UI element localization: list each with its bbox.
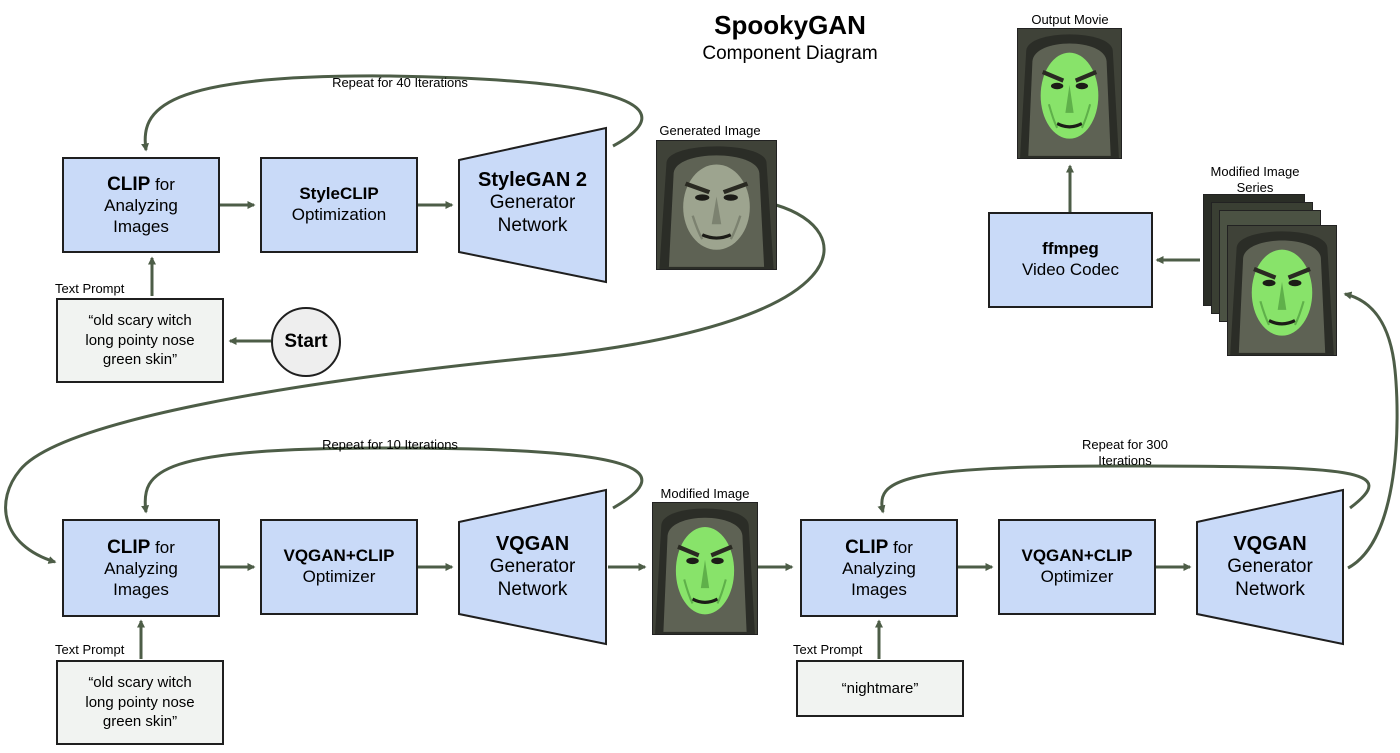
vqgan-title: VQGAN xyxy=(1233,533,1307,555)
stylegan-line3: Network xyxy=(497,214,568,236)
series-label-line1: Modified Image xyxy=(1210,164,1300,179)
clip-line3: Images xyxy=(113,579,169,599)
stylegan-title: StyleGAN 2 xyxy=(478,169,587,191)
series-frame-front xyxy=(1227,225,1337,356)
clip-bold-label: CLIP xyxy=(845,536,889,558)
text-prompt-label-nightmare: Text Prompt xyxy=(793,642,863,657)
vqgan-trapezoid-1 xyxy=(458,488,607,646)
clip-line3: Images xyxy=(113,216,169,236)
prompt-line2: long pointy nose xyxy=(85,331,195,349)
optimizer-title: VQGAN+CLIP xyxy=(283,546,395,566)
optimizer-box-1: VQGAN+CLIP Optimizer xyxy=(260,519,418,615)
clip-bold-label: CLIP xyxy=(107,536,151,558)
output-movie-label: Output Movie xyxy=(1031,12,1109,27)
optimizer-subtitle: Optimizer xyxy=(1040,567,1114,586)
generated-image xyxy=(656,140,777,270)
arrow-generated-to-bottom-clip xyxy=(4,203,826,564)
prompt-line1: “old scary witch xyxy=(88,312,192,330)
ffmpeg-subtitle: Video Codec xyxy=(1021,260,1120,279)
clip-for-label: for xyxy=(150,537,175,557)
arrow-repeat-10 xyxy=(141,446,644,514)
text-prompt-label-bottom: Text Prompt xyxy=(55,642,125,657)
styleclip-subtitle: Optimization xyxy=(291,205,387,224)
arrow-vqgan-to-series xyxy=(1343,291,1399,570)
stylegan-line2: Generator xyxy=(489,192,576,213)
modified-series-label: Modified Image Series xyxy=(1195,164,1315,197)
repeat-300-label: Repeat for 300 Iterations xyxy=(1060,437,1190,470)
vqgan-trapezoid-2 xyxy=(1196,488,1344,646)
prompt-line3: green skin” xyxy=(102,713,178,731)
vqgan-title: VQGAN xyxy=(495,533,570,555)
text-prompt-box-nightmare: “nightmare” xyxy=(796,660,964,717)
stylegan-label: StyleGAN 2 Generator Network xyxy=(459,168,606,238)
clip-line2: Analyzing xyxy=(104,195,178,215)
output-movie-image xyxy=(1017,28,1122,159)
modified-image xyxy=(652,502,758,635)
optimizer-subtitle: Optimizer xyxy=(302,567,376,586)
clip-line3: Images xyxy=(851,579,907,599)
diagram-subtitle: Component Diagram xyxy=(702,43,878,64)
text-prompt-box-bottom: “old scary witch long pointy nose green … xyxy=(56,660,224,745)
repeat-300-line1: Repeat for 300 xyxy=(1081,437,1168,452)
styleclip-box: StyleCLIP Optimization xyxy=(260,157,418,253)
diagram-title: SpookyGAN xyxy=(714,10,866,40)
ffmpeg-box: ffmpeg Video Codec xyxy=(988,212,1153,308)
arrow-repeat-40 xyxy=(141,74,644,152)
vqgan-line3: Network xyxy=(497,578,568,600)
prompt-nightmare: “nightmare” xyxy=(841,679,919,697)
start-node: Start xyxy=(271,307,341,377)
modified-image-label: Modified Image xyxy=(660,486,750,501)
repeat-40-label: Repeat for 40 Iterations xyxy=(332,75,468,90)
clip-box-top: CLIP for Analyzing Images xyxy=(62,157,220,253)
prompt-line1: “old scary witch xyxy=(88,674,192,692)
vqgan-label-1: VQGAN Generator Network xyxy=(459,532,606,602)
optimizer-box-2: VQGAN+CLIP Optimizer xyxy=(998,519,1156,615)
vqgan-line3: Network xyxy=(1235,578,1305,600)
vqgan-label-2: VQGAN Generator Network xyxy=(1197,532,1343,602)
optimizer-title: VQGAN+CLIP xyxy=(1021,546,1133,566)
diagram-title-block: SpookyGAN Component Diagram xyxy=(640,10,940,65)
prompt-line2: long pointy nose xyxy=(85,693,195,711)
witch-face-icon xyxy=(1228,226,1336,355)
text-prompt-label-top: Text Prompt xyxy=(55,281,125,296)
clip-for-label: for xyxy=(888,537,913,557)
styleclip-title: StyleCLIP xyxy=(299,184,379,204)
repeat-10-label: Repeat for 10 Iterations xyxy=(322,437,458,452)
prompt-line3: green skin” xyxy=(102,351,178,369)
clip-bold-label: CLIP xyxy=(107,173,151,195)
clip-line2: Analyzing xyxy=(842,558,916,578)
repeat-300-line2: Iterations xyxy=(1098,453,1152,469)
clip-box-bottom-left: CLIP for Analyzing Images xyxy=(62,519,220,617)
clip-line2: Analyzing xyxy=(104,558,178,578)
arrow-repeat-300 xyxy=(877,464,1371,514)
series-label-line2: Series xyxy=(1236,180,1274,196)
generated-image-label: Generated Image xyxy=(659,123,761,138)
stylegan-trapezoid xyxy=(458,126,607,284)
text-prompt-box-top: “old scary witch long pointy nose green … xyxy=(56,298,224,383)
witch-face-icon xyxy=(657,141,776,269)
clip-for-label: for xyxy=(150,174,175,194)
ffmpeg-title: ffmpeg xyxy=(1042,239,1099,259)
clip-box-bottom-right: CLIP for Analyzing Images xyxy=(800,519,958,617)
witch-face-icon xyxy=(653,503,757,634)
witch-face-icon xyxy=(1018,29,1121,158)
vqgan-line2: Generator xyxy=(489,556,576,577)
vqgan-line2: Generator xyxy=(1227,556,1313,577)
